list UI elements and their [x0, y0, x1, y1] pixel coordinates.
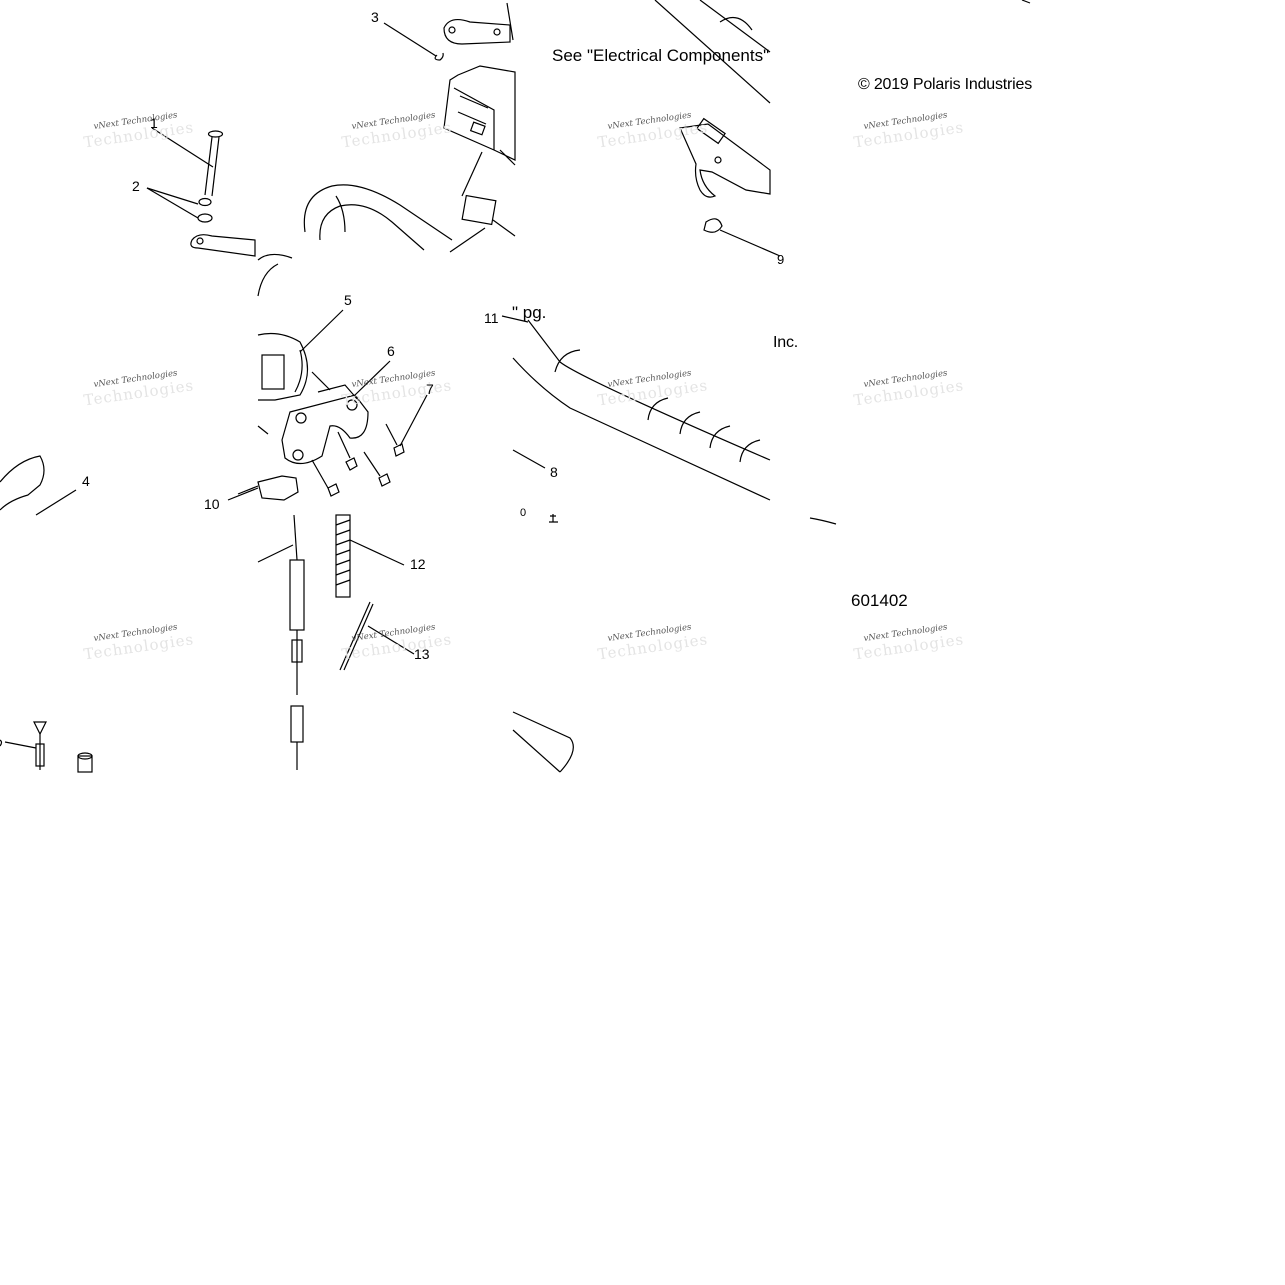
callout-1: 1 — [150, 115, 158, 131]
callout-5: 5 — [344, 292, 352, 308]
callout-7: 7 — [426, 381, 434, 397]
callout-10: 10 — [204, 496, 220, 512]
callout-12: 12 — [410, 556, 426, 572]
page-reference-note: " pg. — [512, 303, 547, 322]
callout-4: 4 — [82, 473, 90, 489]
bolt-part — [204, 130, 224, 197]
callout-2: 2 — [132, 178, 140, 194]
callout-8: 8 — [550, 464, 558, 480]
callout-11: 11 — [484, 310, 499, 326]
partial-digit-left: 0 — [520, 507, 527, 519]
electrical-components-note: See "Electrical Components" — [552, 46, 770, 65]
callout-9: 9 — [777, 252, 785, 267]
callout-6: 6 — [387, 343, 395, 359]
callout-13: 13 — [414, 646, 430, 662]
copyright-notice: © 2019 Polaris Industries — [858, 76, 1032, 93]
inc-fragment: Inc. — [773, 334, 798, 351]
figure-number: 601402 — [851, 591, 908, 610]
callout-3: 3 — [371, 9, 379, 25]
